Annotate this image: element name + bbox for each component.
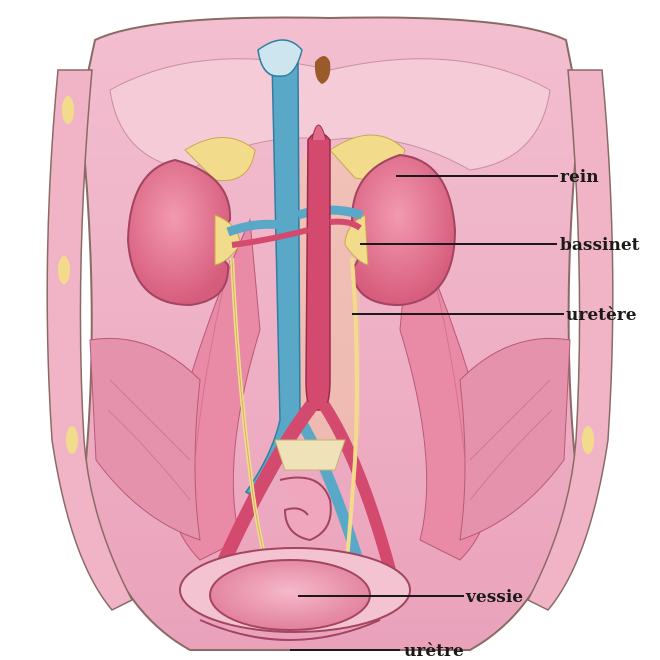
fat-pad — [58, 256, 70, 284]
label-uretre: urètre — [404, 641, 464, 660]
label-vessie: vessie — [465, 587, 523, 607]
label-uretere: uretère — [566, 305, 637, 325]
fat-pad — [582, 426, 594, 454]
label-rein: rein — [560, 167, 599, 187]
right-kidney — [352, 155, 455, 305]
fat-pad — [62, 96, 74, 124]
abdominal-aorta — [306, 133, 330, 411]
sacrum — [275, 440, 345, 470]
label-bassinet: bassinet — [560, 235, 640, 255]
fat-pad — [66, 426, 78, 454]
